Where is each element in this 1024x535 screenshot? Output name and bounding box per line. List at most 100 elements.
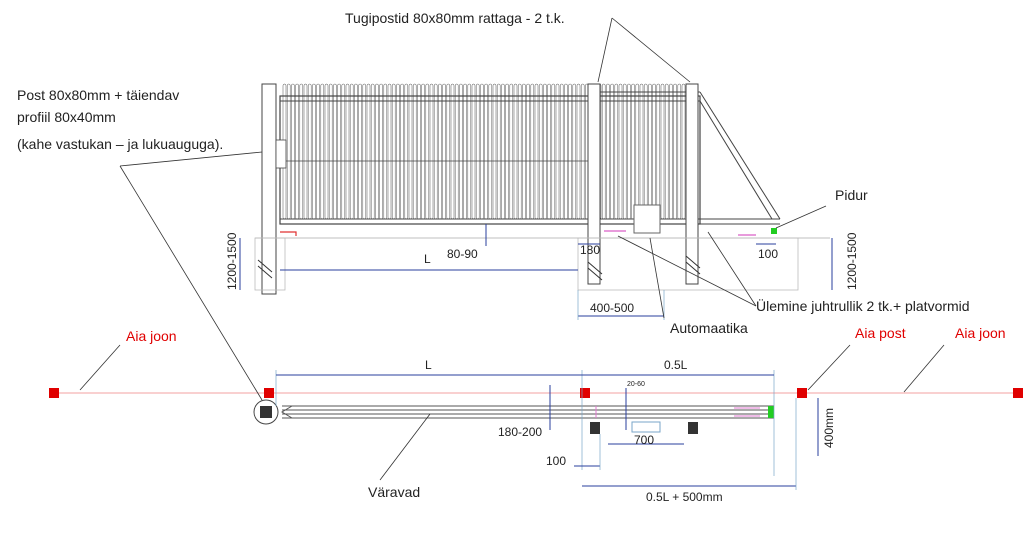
gates-label: Väravad bbox=[368, 484, 420, 500]
gate-bar bbox=[442, 83, 446, 220]
gate-bar bbox=[362, 83, 367, 220]
foundation-block bbox=[577, 237, 799, 291]
gate-infill-bars bbox=[282, 83, 698, 220]
gate-bar bbox=[429, 83, 434, 220]
gate-bar bbox=[358, 83, 362, 220]
gate-bar bbox=[291, 83, 295, 220]
dim-total: 0.5L + 500mm bbox=[646, 490, 723, 504]
gate-bar bbox=[530, 83, 535, 220]
brake-marker bbox=[771, 228, 777, 234]
gate-bar bbox=[501, 83, 505, 220]
gate-bar bbox=[522, 83, 526, 220]
gate-bar bbox=[610, 83, 614, 220]
gate-bar bbox=[433, 83, 438, 220]
gate-bar bbox=[639, 83, 644, 220]
automation-box bbox=[633, 204, 661, 234]
gate-bar bbox=[509, 83, 514, 220]
gate-bar bbox=[526, 83, 530, 220]
end-post bbox=[260, 406, 272, 418]
gate-bar bbox=[505, 83, 509, 220]
gate-bar bbox=[463, 83, 467, 220]
gate-bar bbox=[446, 83, 451, 220]
support-post-2 bbox=[685, 83, 699, 285]
dim-height-right: 1200-1500 bbox=[845, 232, 859, 290]
gate-bar bbox=[513, 83, 518, 220]
gate-bar bbox=[517, 83, 522, 220]
gate-bar bbox=[496, 83, 501, 220]
dim-plan-half-L: 0.5L bbox=[664, 358, 688, 372]
plan-brake bbox=[768, 406, 774, 418]
brake-label: Pidur bbox=[835, 187, 868, 203]
fence-line-left-label: Aia joon bbox=[126, 328, 177, 344]
gate-bar bbox=[677, 83, 682, 220]
gate-bar bbox=[303, 83, 308, 220]
support-post-1 bbox=[587, 83, 601, 285]
dim-brake-offset: 100 bbox=[758, 247, 778, 261]
gate-bar bbox=[400, 83, 404, 220]
gate-plan bbox=[49, 370, 1023, 490]
gate-bar bbox=[345, 83, 350, 220]
dim-post-offset: 180 bbox=[580, 243, 600, 257]
dim-plan-L: L bbox=[425, 358, 432, 372]
fence-post-mid bbox=[580, 388, 590, 398]
gate-bar bbox=[643, 83, 648, 220]
gate-bar bbox=[606, 83, 610, 220]
gate-bar bbox=[354, 83, 358, 220]
post-label-line2: profiil 80x40mm bbox=[17, 109, 116, 125]
fence-line-right-label: Aia joon bbox=[955, 325, 1006, 341]
gate-bar bbox=[337, 83, 341, 220]
gate-counterbalance-tail bbox=[699, 91, 781, 220]
gate-bar bbox=[660, 83, 665, 220]
gate-bar bbox=[534, 83, 539, 220]
dim-small-gap: 20-60 bbox=[627, 381, 645, 388]
plan-support-post-1 bbox=[590, 422, 600, 434]
dim-depth: 400mm bbox=[822, 408, 836, 448]
fence-post-left bbox=[264, 388, 274, 398]
plan-motor bbox=[631, 421, 661, 433]
gate-bar bbox=[320, 83, 325, 220]
gate-bar bbox=[379, 83, 383, 220]
gate-bar bbox=[408, 83, 413, 220]
dim-foundation: 400-500 bbox=[590, 301, 634, 315]
gate-bar bbox=[564, 83, 568, 220]
gate-bar bbox=[555, 83, 560, 220]
left-post bbox=[261, 83, 277, 295]
fence-post-far-left bbox=[49, 388, 59, 398]
post-label-line1: Post 80x80mm + täiendav bbox=[17, 87, 179, 103]
gate-bar bbox=[488, 83, 493, 220]
top-guide-label: Ülemine juhtrullik 2 tk.+ platvormid bbox=[756, 297, 970, 314]
gate-bar bbox=[572, 83, 577, 220]
gate-bar bbox=[383, 83, 388, 220]
gate-bar bbox=[480, 83, 484, 220]
fence-post-label: Aia post bbox=[855, 325, 906, 341]
gate-bar bbox=[551, 83, 556, 220]
gate-bar bbox=[484, 83, 488, 220]
gate-bar bbox=[404, 83, 409, 220]
wheel-mark-right bbox=[685, 255, 701, 275]
gate-bar bbox=[299, 83, 304, 220]
gate-bar bbox=[559, 83, 564, 220]
gate-bar bbox=[664, 83, 669, 220]
gate-bar bbox=[307, 83, 312, 220]
wheel-mark-left bbox=[257, 259, 273, 279]
wheel-mark-mid bbox=[587, 261, 603, 281]
gate-bar bbox=[370, 83, 375, 220]
gate-bar bbox=[547, 83, 551, 220]
support-posts-label: Tugipostid 80x80mm rattaga - 2 t.k. bbox=[345, 10, 565, 26]
gate-bar bbox=[622, 83, 627, 220]
gate-bar bbox=[328, 83, 333, 220]
dim-ground-gap: 80-90 bbox=[447, 247, 478, 261]
automation-label: Automaatika bbox=[670, 320, 748, 336]
leader-lines bbox=[79, 17, 945, 481]
gate-bar bbox=[492, 83, 497, 220]
gate-bar bbox=[627, 83, 631, 220]
gate-bar bbox=[286, 83, 291, 220]
guide-roller-mark bbox=[604, 230, 756, 236]
plan-support-post-2 bbox=[688, 422, 698, 434]
gate-bar bbox=[312, 83, 316, 220]
gate-bar bbox=[543, 83, 547, 220]
gate-bar bbox=[341, 83, 346, 220]
gate-bar bbox=[635, 83, 640, 220]
gate-bar bbox=[454, 83, 459, 220]
gate-elevation bbox=[239, 83, 833, 320]
